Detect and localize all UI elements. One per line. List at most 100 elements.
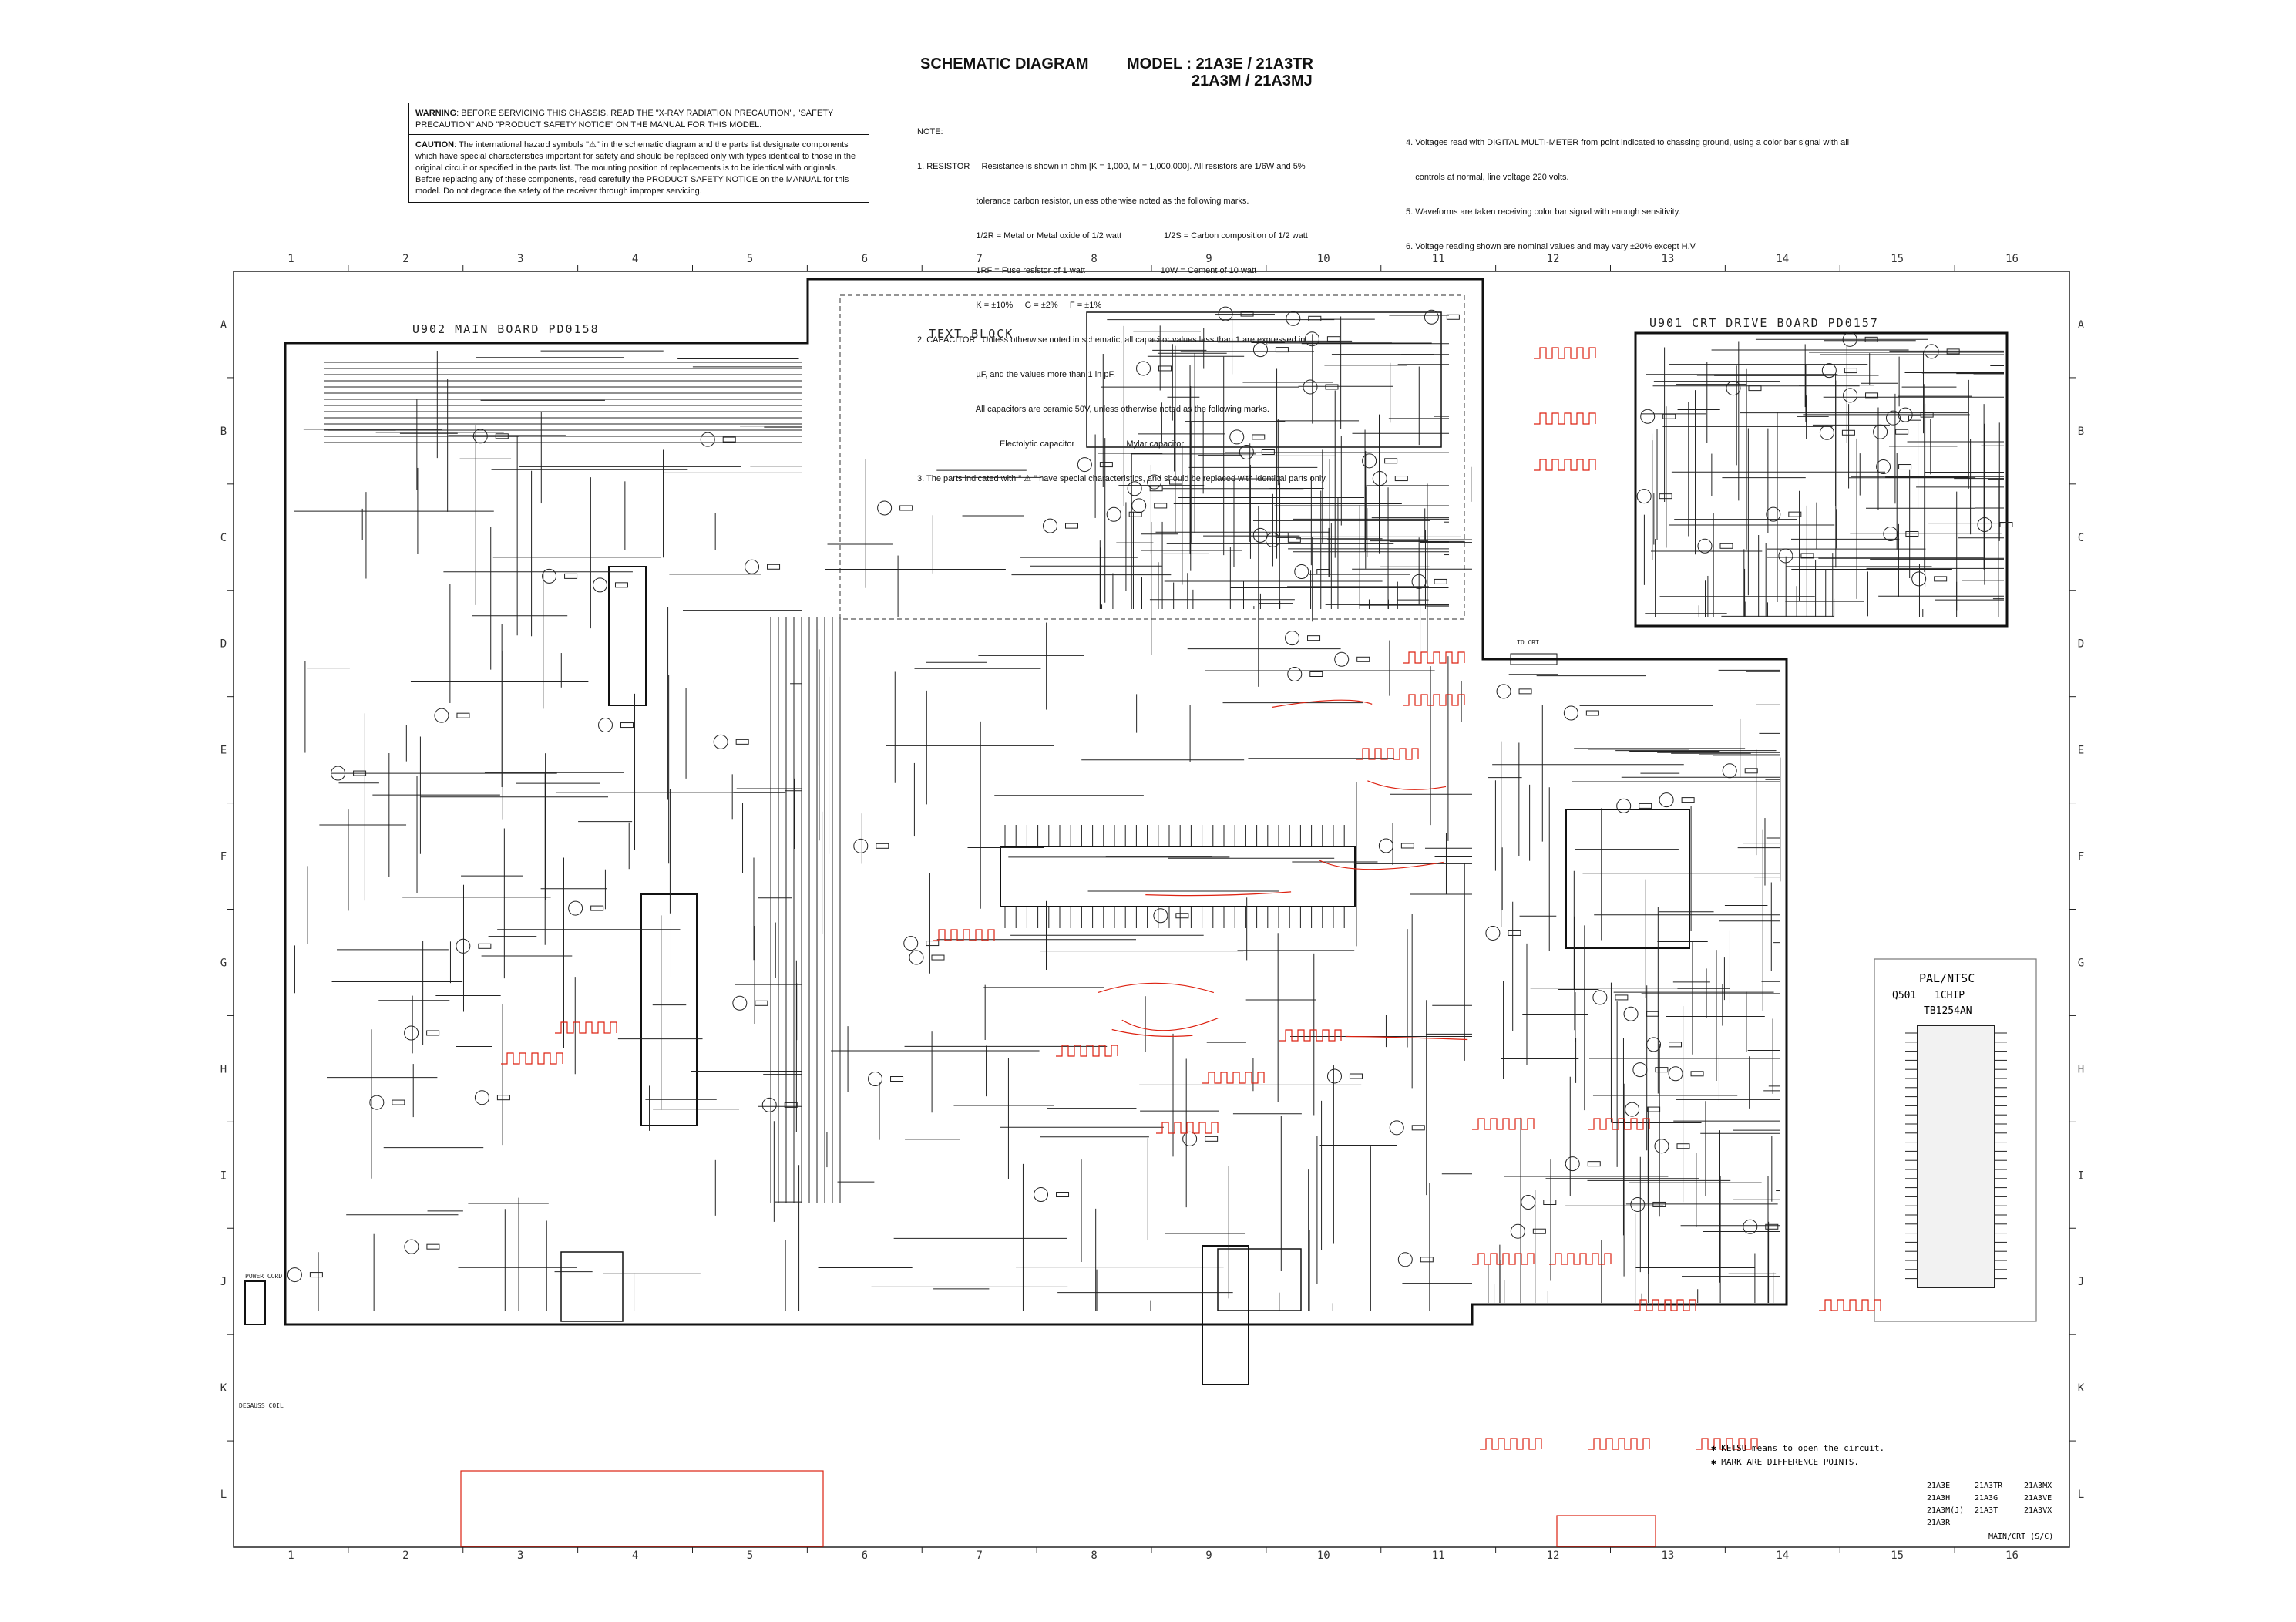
degauss-coil-label: DEGAUSS COIL xyxy=(239,1402,284,1409)
resistor-symbol xyxy=(456,712,470,718)
tb1254an-chip xyxy=(1917,1025,1995,1288)
transistor-symbol xyxy=(1843,388,1858,403)
resistor-symbol xyxy=(1646,1011,1659,1017)
transistor-symbol xyxy=(1646,1037,1662,1052)
model-21a3tr: 21A3TR xyxy=(1975,1482,2003,1490)
transistor-symbol xyxy=(1286,311,1301,326)
resistor-symbol xyxy=(478,943,492,949)
transistor-symbol xyxy=(1898,407,1913,422)
resistor-symbol xyxy=(1316,569,1330,575)
deflection-ic xyxy=(1565,809,1690,949)
grid-row-G-right: G xyxy=(2078,957,2084,969)
grid-column-2-bottom: 2 xyxy=(402,1550,408,1562)
transistor-symbol xyxy=(1229,429,1245,445)
main-ic-pins xyxy=(1004,825,1345,928)
resistor-symbol xyxy=(620,722,634,729)
grid-column-8-top: 8 xyxy=(1091,253,1097,265)
transistor-symbol xyxy=(700,432,715,447)
resistor-symbol xyxy=(899,505,913,511)
note-line: All capacitors are ceramic 50V, unless o… xyxy=(917,405,1269,414)
resistor-symbol xyxy=(1394,476,1408,482)
grid-column-12-bottom: 12 xyxy=(1547,1550,1560,1562)
transistor-symbol xyxy=(1131,498,1147,513)
grid-row-L-left: L xyxy=(220,1489,227,1501)
smps-transformer xyxy=(560,1251,624,1322)
transistor-symbol xyxy=(1239,444,1254,459)
note-line: 6. Voltage reading shown are nominal val… xyxy=(1406,242,1696,251)
resistor-symbol xyxy=(1905,530,1919,537)
note-line: controls at normal, line voltage 220 vol… xyxy=(1406,173,1569,182)
transistor-symbol xyxy=(1563,705,1578,721)
transistor-symbol xyxy=(1630,1196,1646,1212)
transistor-symbol xyxy=(1077,457,1092,473)
resistor-symbol xyxy=(1275,347,1289,353)
waveform-annotation xyxy=(1356,748,1419,760)
resistor-symbol xyxy=(926,941,940,947)
transistor-symbol xyxy=(1623,1006,1639,1021)
grid-column-16-top: 16 xyxy=(2005,253,2019,265)
resistor-symbol xyxy=(1647,1106,1661,1112)
transistor-symbol xyxy=(1778,548,1793,564)
waveform-annotation xyxy=(1480,1438,1542,1450)
transistor-symbol xyxy=(1821,363,1837,379)
chip-inset-frame xyxy=(1874,958,2037,1322)
if-ic xyxy=(640,893,698,1126)
transistor-symbol xyxy=(877,500,893,516)
grid-column-1-top: 1 xyxy=(287,253,294,265)
resistor-symbol xyxy=(1099,462,1113,468)
transistor-symbol xyxy=(1411,574,1427,589)
resistor-symbol xyxy=(1744,768,1758,774)
resistor-symbol xyxy=(1585,710,1599,716)
grid-row-K-left: K xyxy=(220,1382,227,1395)
waveform-annotation xyxy=(1534,459,1596,471)
transistor-symbol xyxy=(909,950,924,965)
grid-row-C-left: C xyxy=(220,532,227,544)
grid-row-B-left: B xyxy=(220,426,227,438)
resistor-symbol xyxy=(1400,843,1414,849)
transistor-symbol xyxy=(1636,489,1652,504)
grid-column-1-bottom: 1 xyxy=(287,1550,294,1562)
transistor-symbol xyxy=(1616,798,1632,813)
transistor-symbol xyxy=(1485,925,1501,941)
resistor-symbol xyxy=(1788,511,1802,517)
resistor-symbol xyxy=(1261,449,1275,455)
waveform-annotation xyxy=(555,1021,617,1034)
grid-column-14-top: 14 xyxy=(1776,253,1789,265)
grid-column-6-top: 6 xyxy=(862,253,868,265)
resistor-symbol xyxy=(1252,434,1266,440)
transistor-symbol xyxy=(1372,471,1387,486)
grid-column-13-bottom: 13 xyxy=(1662,1550,1675,1562)
waveform-annotation xyxy=(1156,1122,1219,1134)
transistor-symbol xyxy=(1842,331,1857,347)
waveform-annotation xyxy=(1403,651,1465,664)
resistor-symbol xyxy=(1446,314,1460,320)
power-cord-plug xyxy=(244,1280,266,1325)
note-line: NOTE: xyxy=(917,127,943,136)
grid-row-D-right: D xyxy=(2078,638,2084,651)
grid-row-B-right: B xyxy=(2078,426,2084,438)
transistor-symbol xyxy=(456,938,471,954)
transistor-symbol xyxy=(1885,410,1901,426)
resistor-symbol xyxy=(1240,311,1254,317)
crt-drive-board-outline xyxy=(1634,331,2009,628)
resistor-symbol xyxy=(1676,1143,1690,1149)
transistor-symbol xyxy=(1043,518,1058,533)
grid-column-4-top: 4 xyxy=(632,253,638,265)
transistor-symbol xyxy=(1496,684,1511,699)
red-trace xyxy=(1272,699,1373,708)
transistor-symbol xyxy=(745,559,760,574)
grid-row-E-left: E xyxy=(220,745,227,757)
resistor-symbol xyxy=(1800,553,1814,559)
resistor-symbol xyxy=(1326,336,1340,342)
resistor-symbol xyxy=(1434,578,1447,584)
waveform-annotation xyxy=(1202,1072,1265,1084)
red-trace xyxy=(1345,1035,1468,1041)
resistor-symbol xyxy=(1662,413,1676,419)
grid-row-F-left: F xyxy=(220,851,227,863)
resistor-symbol xyxy=(496,1095,510,1101)
resistor-symbol xyxy=(1895,429,1909,435)
resistor-symbol xyxy=(1508,930,1521,936)
transistor-symbol xyxy=(1303,379,1318,395)
resistor-symbol xyxy=(1920,412,1934,418)
transistor-symbol xyxy=(1883,526,1898,541)
